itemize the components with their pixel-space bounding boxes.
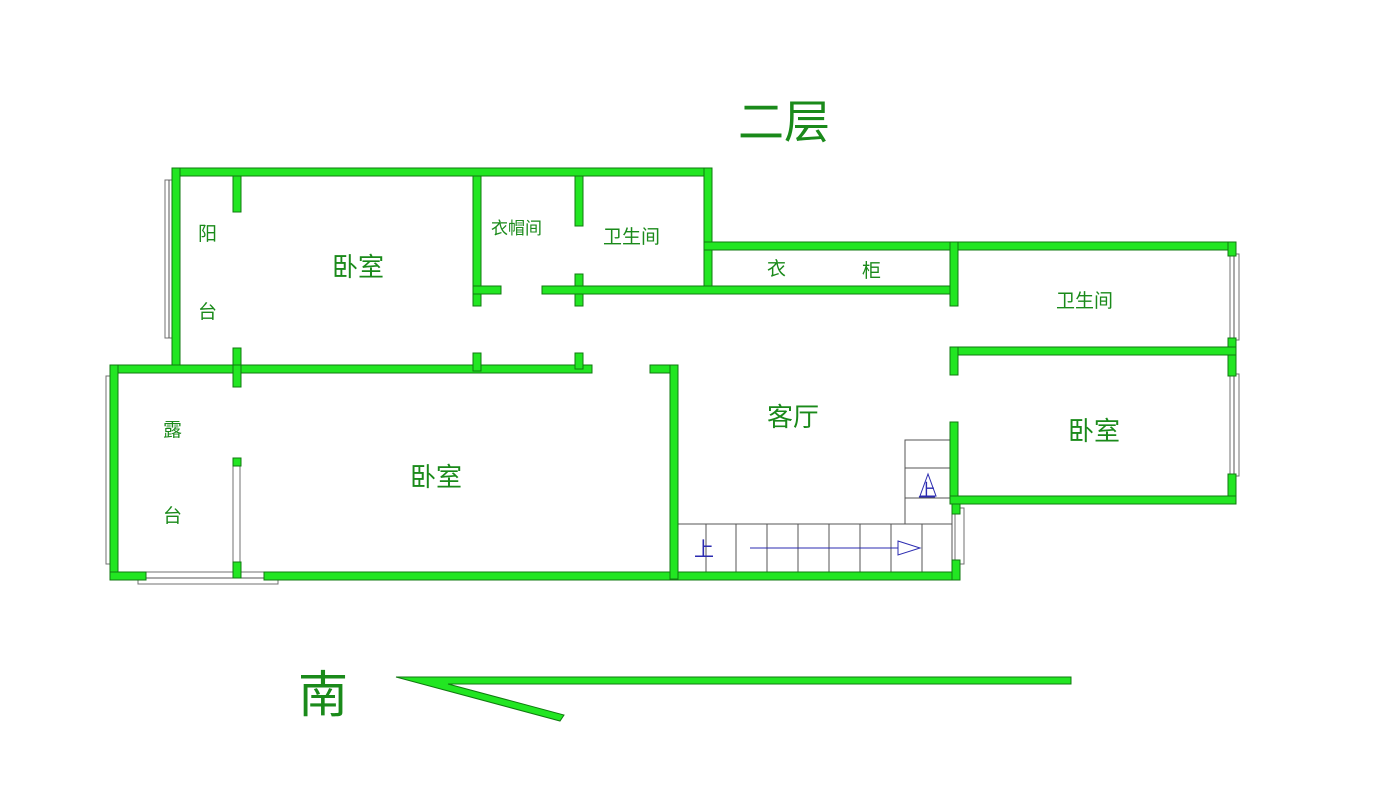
label-bedroom-top-left: 卧室	[332, 253, 384, 283]
wall-bedroom-right-bottom	[949, 495, 1237, 505]
wall-bottom-left	[109, 571, 147, 581]
label-wardrobe-1: 衣	[767, 258, 786, 280]
label-balcony-2: 台	[198, 301, 217, 323]
walls	[109, 167, 1237, 581]
wall-bottom-terrace-stub	[232, 561, 242, 579]
label-bedroom-bottom-left: 卧室	[410, 463, 462, 493]
wall-middle	[109, 364, 593, 374]
stair-up-label: 上	[694, 537, 714, 561]
wall-top	[171, 167, 712, 177]
wall-terrace-divider-mid	[232, 457, 242, 467]
wall-stair-right-lower	[951, 559, 961, 581]
stair-arrow-head	[897, 540, 922, 556]
window-terrace-divider	[232, 461, 241, 571]
wall-terrace-left	[109, 364, 119, 580]
wall-living-left	[669, 364, 679, 580]
wall-bathroom-right-bottom	[949, 346, 1237, 356]
wall-cloakroom-left	[472, 175, 482, 307]
window-stairs	[954, 507, 965, 565]
floor-title: 二层	[738, 95, 830, 149]
wall-cloakroom-right-top	[574, 175, 584, 227]
wall-terrace-divider-top	[232, 364, 242, 388]
direction-label: 南	[298, 666, 348, 724]
wall-bedroom-right-left	[949, 421, 959, 505]
label-bathroom-top: 卫生间	[603, 226, 660, 248]
stair-landing	[904, 439, 953, 525]
label-terrace-2: 台	[163, 505, 182, 527]
wall-right-top	[703, 241, 1236, 251]
label-bathroom-right: 卫生间	[1056, 290, 1113, 312]
wall-cloakroom-bottom-left	[472, 285, 502, 295]
staircase: 上 上	[673, 439, 953, 573]
wall-right-side-upper	[1227, 241, 1237, 257]
label-terrace-1: 露	[163, 419, 182, 441]
wall-bathroom-bottom	[541, 285, 956, 295]
direction-indicator: 南	[298, 666, 1072, 724]
label-bedroom-right: 卧室	[1068, 417, 1120, 447]
room-labels: 阳 台 卧室 衣帽间 卫生间 衣 柜 卫生间 露 台 卧室 客厅 卧室	[163, 219, 1120, 527]
wall-bedroom-right-left-top	[949, 346, 959, 376]
label-wardrobe-2: 柜	[862, 260, 881, 282]
wall-middle-stub-a	[472, 352, 482, 372]
label-balcony-1: 阳	[198, 223, 217, 245]
landing-arrow-head	[919, 472, 937, 497]
stair-landing-label: 上	[918, 481, 936, 502]
wall-middle-stub-b	[574, 352, 584, 370]
wall-bottom	[263, 571, 961, 581]
wall-stair-right	[951, 503, 961, 515]
direction-arrow	[395, 676, 1072, 722]
wall-top-left-side	[171, 167, 181, 369]
label-living-room: 客厅	[767, 403, 819, 433]
wall-top-right-side	[703, 167, 713, 293]
wall-wardrobe-right	[949, 241, 959, 307]
wall-balcony-stub-top	[232, 175, 242, 213]
label-cloakroom: 衣帽间	[491, 219, 542, 239]
wall-right-side-mid	[1227, 337, 1237, 377]
